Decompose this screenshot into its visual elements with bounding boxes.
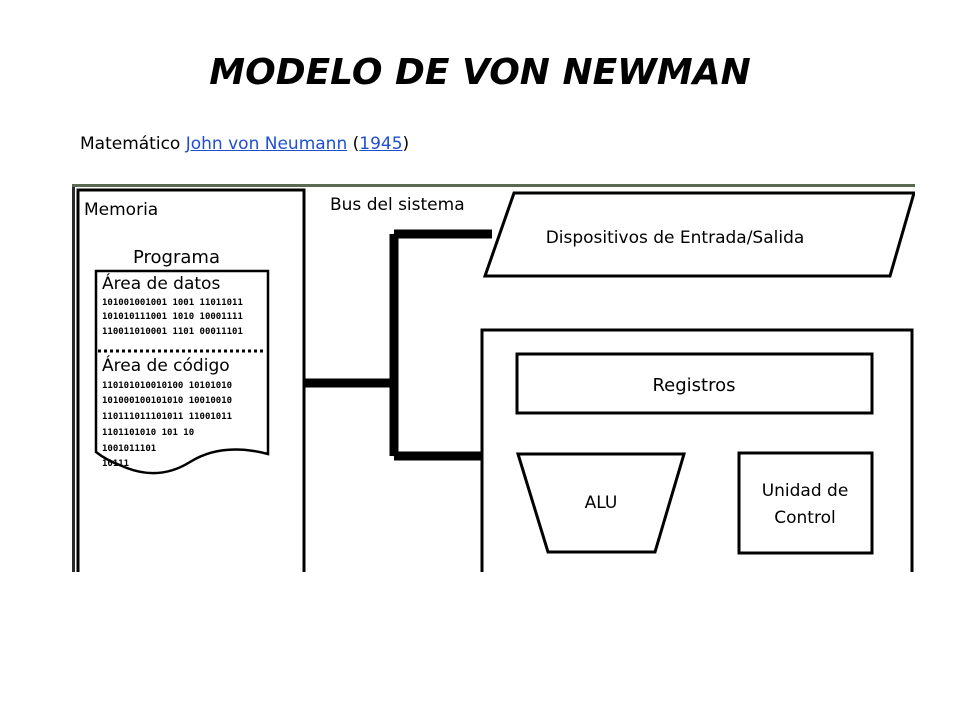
- code-bits-row-3: 110111011101011 11001011: [102, 412, 232, 422]
- left-frame-line: [72, 184, 75, 572]
- subtitle-prefix: Matemático: [80, 134, 186, 154]
- alu-label: ALU: [585, 493, 618, 513]
- bus-label: Bus del sistema: [330, 195, 465, 215]
- code-bits-row-4: 1101101010 101 10: [102, 428, 194, 438]
- memory-label: Memoria: [84, 200, 158, 220]
- io-devices-box: [482, 191, 915, 278]
- system-bus: [304, 229, 492, 461]
- registers-label: Registros: [652, 375, 735, 396]
- subtitle-close-paren: ): [402, 134, 410, 154]
- subtitle-open-paren: (: [347, 134, 360, 154]
- program-document: [94, 269, 270, 475]
- io-devices-label: Dispositivos de Entrada/Salida: [546, 228, 805, 248]
- code-bits-row-5: 1001011101: [102, 444, 156, 454]
- top-frame-line: [72, 184, 915, 187]
- code-bits-row-6: 10111: [102, 459, 129, 469]
- program-label: Programa: [133, 247, 220, 268]
- john-von-neumann-link[interactable]: John von Neumann: [185, 134, 348, 154]
- data-area-label: Área de datos: [102, 272, 220, 294]
- von-neumann-diagram: Memoria Programa Área de datos 101001001…: [72, 184, 915, 572]
- code-bits-row-1: 110101010010100 10101010: [102, 381, 232, 391]
- code-area-label: Área de código: [102, 354, 230, 376]
- control-unit-label-line1: Unidad de: [762, 481, 849, 501]
- year-1945-link[interactable]: 1945: [359, 134, 403, 154]
- data-bits-row-2: 101010111001 1010 10001111: [102, 312, 243, 322]
- code-bits-row-2: 101000100101010 10010010: [102, 396, 232, 406]
- alu-box: [515, 452, 687, 554]
- data-bits-row-3: 110011010001 1101 00011101: [102, 327, 243, 337]
- data-bits-row-1: 101001001001 1001 11011011: [102, 298, 243, 308]
- slide-title: MODELO DE VON NEWMAN: [209, 52, 751, 93]
- control-unit-label-line2: Control: [774, 508, 835, 528]
- registers-box: [515, 352, 874, 415]
- control-unit-box: [737, 451, 874, 555]
- subtitle: Matemático John von Neumann (1945): [80, 134, 409, 154]
